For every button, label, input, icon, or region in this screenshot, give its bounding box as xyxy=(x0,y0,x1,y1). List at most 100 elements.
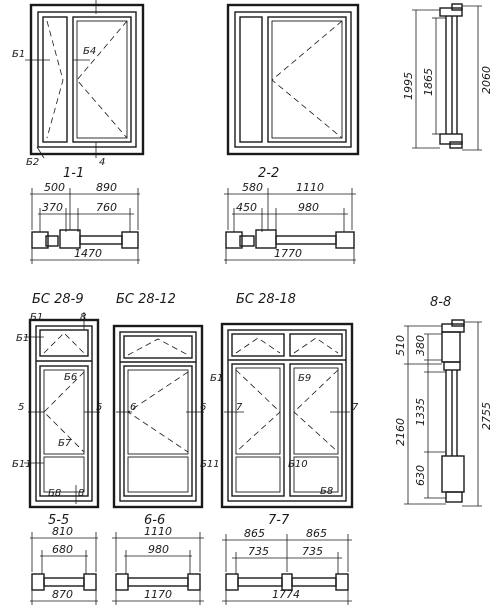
label-7: 7 xyxy=(236,402,243,413)
door-leaf xyxy=(39,365,89,497)
label-b1: Б1 xyxy=(12,49,25,60)
dim-1774: 1774 xyxy=(272,588,300,601)
door-opening-mark xyxy=(127,371,189,453)
door-title-bs-28-9: БС 28-9 xyxy=(32,292,84,307)
door-transom xyxy=(123,335,193,359)
label-5: 5 xyxy=(18,402,24,413)
leaf-profile-left xyxy=(237,577,283,587)
profile-head xyxy=(441,323,465,333)
window-1-1-right-opening-mark xyxy=(76,20,128,139)
window-2-2-opening-mark xyxy=(271,20,343,139)
dim-450: 450 xyxy=(236,201,257,214)
label-b8: Б8 xyxy=(320,486,333,497)
label-6: 6 xyxy=(200,402,206,413)
window-1-1-inner-frame xyxy=(37,11,137,148)
leaf-profile-right xyxy=(291,577,337,587)
section-8-8: 8-8 510 380 2160 1335 630 2755 xyxy=(394,295,493,507)
dim-1335: 1335 xyxy=(414,398,427,426)
dim-2060: 2060 xyxy=(480,66,493,94)
dim-1770: 1770 xyxy=(274,247,302,260)
label-8: 8 xyxy=(78,488,84,499)
dim-510: 510 xyxy=(394,335,407,356)
mullion-profile xyxy=(59,229,81,249)
dim-1110: 1110 xyxy=(144,525,172,538)
dim-980: 980 xyxy=(298,201,319,214)
window-1-1-outer-frame xyxy=(29,3,145,156)
section-title-7-7: 7-7 xyxy=(268,513,290,528)
section-title-5-5: 5-5 xyxy=(48,513,69,528)
transom-profile xyxy=(441,331,461,363)
dim-630: 630 xyxy=(414,465,427,486)
jamb-right xyxy=(121,231,139,249)
label-b1: Б1 xyxy=(16,333,29,344)
profile-sill xyxy=(439,133,463,145)
transom-opening-mark xyxy=(293,337,339,354)
label-b10: Б10 xyxy=(288,459,308,470)
dim-2755: 2755 xyxy=(480,402,493,430)
window-2-2: 2-2 xyxy=(226,3,360,181)
jamb-left xyxy=(31,231,49,249)
door-opening-mark-right xyxy=(293,369,339,453)
jamb-right xyxy=(187,573,201,591)
section-title-6-6: 6-6 xyxy=(144,513,165,528)
label-b4: Б4 xyxy=(83,46,96,57)
door-leaf-right xyxy=(289,363,343,497)
window-2-2-right-sash xyxy=(267,16,347,143)
transom-opening-mark xyxy=(235,337,281,354)
door-opening-mark-left xyxy=(235,369,281,453)
label-6: 6 xyxy=(130,402,136,413)
threshold-profile xyxy=(445,491,463,503)
door-glass-left xyxy=(235,367,281,455)
dim-980: 980 xyxy=(148,543,169,556)
profile-head-cap xyxy=(451,319,465,327)
window-1-1-left-opening-mark xyxy=(46,20,64,139)
window-2-2-inner-frame xyxy=(234,11,352,148)
window-1-1-glass xyxy=(76,20,128,139)
door-transom-left xyxy=(231,333,285,357)
leaf-profile xyxy=(127,577,189,587)
label-b6: Б6 xyxy=(64,372,77,383)
dim-735: 735 xyxy=(248,545,269,558)
dim-1110: 1110 xyxy=(296,181,324,194)
dim-890: 890 xyxy=(96,181,117,194)
dim-1865: 1865 xyxy=(422,68,435,96)
door-title-bs-28-18: БС 28-18 xyxy=(236,292,296,307)
door-bottom-panel xyxy=(127,456,189,493)
profile-head-top xyxy=(439,7,463,17)
jamb-right xyxy=(83,573,97,591)
door-transom-right xyxy=(289,333,343,357)
jamb-right xyxy=(335,231,355,249)
dim-810: 810 xyxy=(52,525,73,538)
door-inner-frame xyxy=(119,331,197,502)
dim-580: 580 xyxy=(242,181,263,194)
door-bs-28-18: БС 28-18 Б1 Б9 7 7 Б11 Б10 Б8 7-7 xyxy=(200,292,359,605)
door-outer-frame xyxy=(220,322,354,509)
glazing-profile xyxy=(275,235,337,245)
door-outer-frame xyxy=(28,318,100,509)
plan-window-1-1: 500 890 370 760 1470 xyxy=(30,181,140,264)
profile-head-top-cap xyxy=(451,3,463,11)
transom-opening-mark xyxy=(127,338,189,356)
dim-1995: 1995 xyxy=(402,72,415,100)
dim-1470: 1470 xyxy=(74,247,102,260)
door-bottom-panel xyxy=(43,456,85,493)
window-2-2-outer-frame xyxy=(226,3,360,156)
door-title-bs-28-12: БС 28-12 xyxy=(116,292,176,307)
dim-760: 760 xyxy=(96,201,117,214)
door-leaf xyxy=(123,365,193,497)
window-2-2-left-pane xyxy=(239,16,263,143)
transom-opening-mark xyxy=(43,332,85,354)
jamb-right xyxy=(335,573,349,591)
plan-window-2-2: 580 1110 450 980 1770 xyxy=(224,181,356,264)
label-b1: Б1 xyxy=(30,312,43,323)
window-1-1: Б1 Б4 Б2 4 1-1 xyxy=(12,0,145,181)
dim-370: 370 xyxy=(42,201,63,214)
door-inner-frame xyxy=(35,325,93,502)
window-1-1-left-sash xyxy=(42,16,68,143)
door-leaf-left xyxy=(231,363,285,497)
profile-sill-cap xyxy=(449,141,463,149)
jamb-left xyxy=(115,573,129,591)
glazing-profile xyxy=(79,235,123,245)
jamb-left xyxy=(225,573,239,591)
